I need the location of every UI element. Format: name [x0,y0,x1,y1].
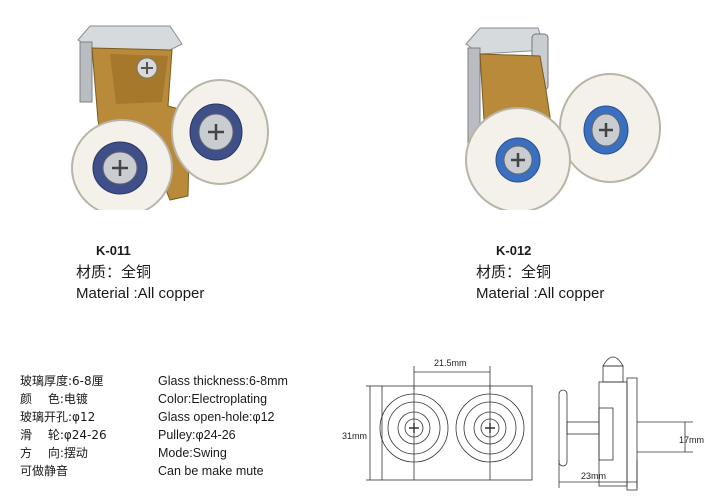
spec-cn-pulley: 滑 轮:φ24-26 [20,428,107,442]
spec-en-glass-thickness: Glass thickness:6-8mm [158,374,288,388]
spec-cn-mode: 方 向:摆动 [20,446,88,460]
product-code-k012: K-012 [496,243,532,258]
spec-en-glass-hole: Glass open-hole:φ12 [158,410,275,424]
material-en-k011: Material :All copper [76,285,205,302]
dim-side-height-label: 17mm [679,435,704,445]
spec-en-mute: Can be make mute [158,464,264,478]
dim-width-label: 21.5mm [434,358,467,368]
spec-en-color: Color:Electroplating [158,392,268,406]
product-photo-k011 [71,25,269,210]
material-cn-k012: 材质：全铜 [476,263,552,281]
dim-side-width-label: 23mm [581,471,606,481]
spec-cn-color: 颜 色:电镀 [20,392,88,406]
side-view-drawing: 17mm 23mm [558,356,704,491]
front-view-drawing: 21.5mm 31mm [342,358,533,481]
spec-en-mode: Mode:Swing [158,446,227,460]
specs-en-list: Glass thickness:6-8mm Color:Electroplati… [158,372,288,480]
spec-cn-glass-hole: 玻璃开孔:φ12 [20,410,96,424]
spec-cn-mute: 可做静音 [20,464,69,478]
material-cn-k011: 材质：全铜 [76,263,152,281]
spec-cn-glass-thickness: 玻璃厚度:6-8厘 [20,374,104,388]
product-photo-k012 [465,27,661,210]
spec-en-pulley: Pulley:φ24-26 [158,428,236,442]
specs-cn-list: 玻璃厚度:6-8厘 颜 色:电镀 玻璃开孔:φ12 滑 轮:φ24-26 方 向… [20,372,107,480]
dim-height-label: 31mm [342,431,367,441]
product-code-k011: K-011 [96,243,131,258]
material-en-k012: Material :All copper [476,285,605,302]
